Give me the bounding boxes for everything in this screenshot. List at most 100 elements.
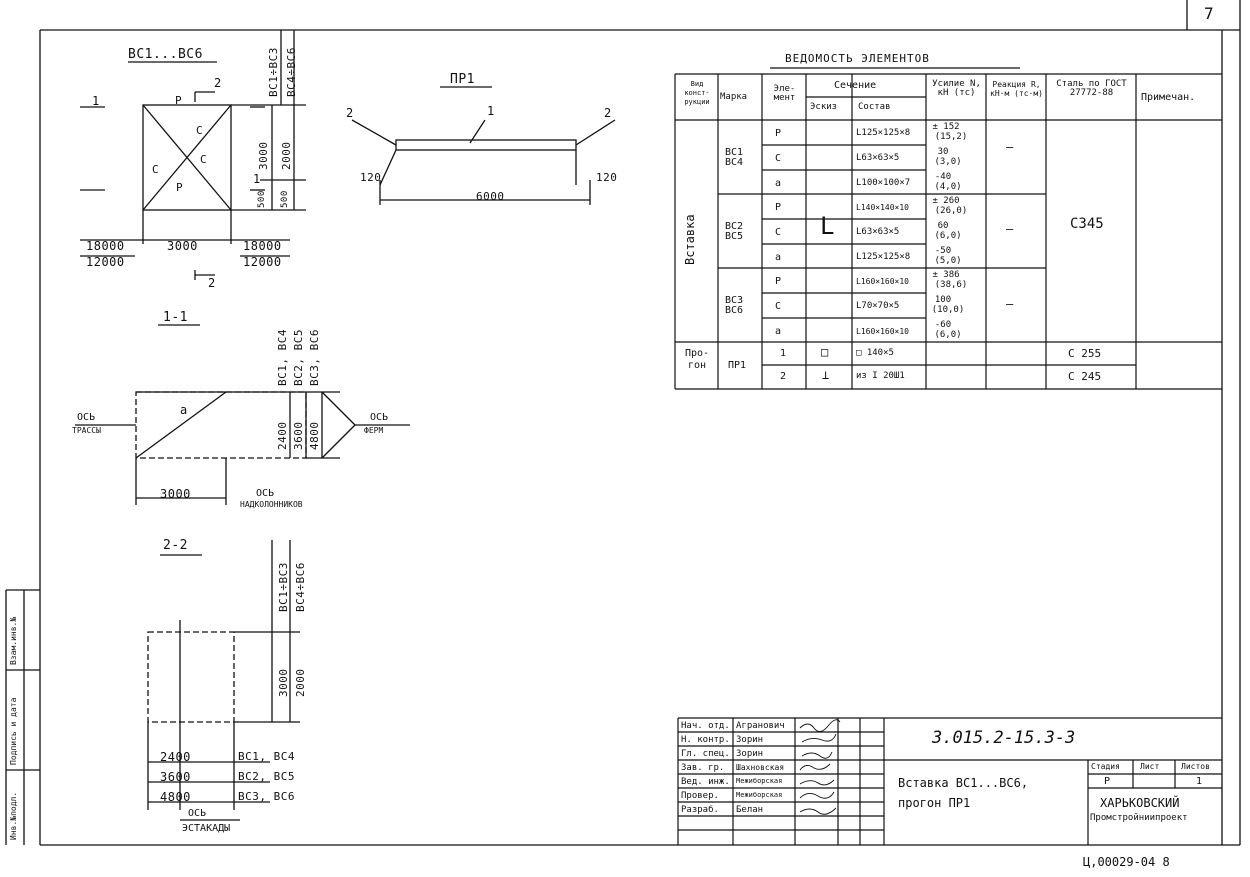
vlabel-bc13: ВС1÷ВС3 — [267, 47, 280, 97]
axis-route-2: ТРАССЫ — [72, 426, 101, 435]
pr-steel-1: С 245 — [1068, 370, 1102, 383]
th-mark: Марка — [720, 92, 748, 102]
group-mark-2: ВС2 ВС5 — [724, 221, 744, 242]
section-mark-2-top: 2 — [214, 76, 222, 90]
purlin-mark: ПР1 — [728, 360, 747, 371]
sheets-value: 1 — [1196, 776, 1203, 787]
dim-500-a: 500 — [257, 190, 267, 208]
staff-name-4: Межиборская — [736, 777, 783, 785]
dim-3000-h: 3000 — [167, 239, 198, 253]
doc-code: 3.015.2-15.3-3 — [932, 728, 1076, 748]
kind-purlin: Про-гон — [684, 348, 710, 371]
member-a-11: а — [180, 403, 188, 417]
g3-comp-0: L160×160×10 — [856, 277, 909, 286]
group-mark-1: ВС1 ВС4 — [724, 147, 744, 168]
side-stamp-inv: Инв.№подл. — [9, 791, 18, 840]
g2-n2-0: (26,0) — [934, 206, 968, 216]
g3-comp-1: L70×70×5 — [856, 301, 900, 311]
g1-n1-2: -40 — [934, 172, 952, 182]
g2-n2-1: (6,0) — [934, 231, 962, 241]
axis-truss-2: ФЕРМ — [364, 426, 384, 435]
dim-3000-22: 3000 — [277, 668, 290, 698]
dim-500-b: 500 — [280, 190, 290, 208]
staff-role-2: Гл. спец. — [681, 749, 730, 759]
axis-estakada: ОСЬ — [188, 808, 207, 819]
archive-stamp: Ц,00029-04 8 — [1083, 855, 1170, 869]
s22-name-0: ВС1, ВС4 — [238, 750, 295, 763]
s22-dim-2: 4800 — [160, 790, 191, 804]
pr-dim-6000: 6000 — [476, 190, 505, 203]
pr-mark-2-right: 2 — [604, 106, 612, 120]
side-stamp-replace: Взам.инв.№ — [9, 616, 18, 665]
staff-name-1: Зорин — [736, 735, 764, 745]
g1-n2-2: (4,0) — [934, 182, 962, 192]
vlabel-22-1: ВС1÷ВС3 — [277, 562, 290, 612]
member-p-top: Р — [175, 94, 182, 107]
steel-c345: С345 — [1070, 216, 1104, 232]
th-elem: Эле-мент — [773, 84, 796, 103]
g3-comp-2: L160×160×10 — [856, 327, 909, 336]
s22-name-2: ВС3, ВС6 — [238, 790, 295, 803]
vlabel-bc46: ВС4÷ВС6 — [285, 47, 298, 97]
g2-comp-2: L125×125×8 — [856, 252, 911, 262]
th-reaction: Реакция R, кН·м (тс·м) — [990, 80, 1043, 98]
org-name-2: Промстройниипроект — [1090, 813, 1188, 823]
g3-n2-2: (6,0) — [934, 330, 962, 340]
staff-role-0: Нач. отд. — [681, 721, 730, 731]
g2-n1-1: 60 — [937, 221, 949, 231]
member-c-1: С — [196, 124, 203, 137]
pr-el-1: 2 — [780, 371, 787, 382]
pr-mark-1: 1 — [487, 104, 495, 118]
dim-3000-v: 3000 — [257, 141, 270, 171]
pr-comp-1: из I 20Ш1 — [856, 371, 905, 381]
g3-el-0: Р — [775, 276, 782, 287]
section-mark-2-bottom: 2 — [208, 276, 216, 290]
kind-insert: Вставка — [683, 214, 697, 265]
stage-value: Р — [1104, 776, 1111, 787]
member-c-2: С — [200, 153, 207, 166]
axis-col: ОСЬ — [256, 488, 275, 499]
g2-el-2: а — [775, 252, 782, 263]
reaction-dash-1: — — [1006, 140, 1014, 154]
g2-comp-1: L63×63×5 — [856, 227, 900, 237]
sheet-header: Лист — [1140, 762, 1160, 771]
g3-n1-1: 100 — [934, 295, 952, 305]
dim-2400-11: 2400 — [276, 421, 289, 451]
g3-n2-1: (10,0) — [931, 305, 965, 315]
axis-route: ОСЬ — [77, 412, 96, 423]
g1-comp-0: L125×125×8 — [856, 128, 911, 138]
g2-el-0: Р — [775, 202, 782, 213]
group-mark-3: ВС3 ВС6 — [724, 295, 744, 316]
view-pr-title: ПР1 — [450, 72, 475, 87]
axis-truss: ОСЬ — [370, 412, 389, 423]
g2-n1-0: ± 260 — [932, 196, 960, 206]
pr-steel-0: С 255 — [1068, 347, 1102, 360]
vlabel-11-2: ВС2, ВС5 — [292, 329, 305, 386]
th-steel: Сталь по ГОСТ 27772-88 — [1056, 79, 1127, 98]
pr-comp-0: □ 140×5 — [856, 348, 894, 358]
th-kind: Вид конст-рукции — [684, 80, 710, 106]
dim-18000-left: 18000 — [86, 239, 125, 253]
staff-name-5: Межиборская — [736, 791, 783, 799]
vlabel-11-1: ВС1, ВС4 — [276, 329, 289, 386]
g3-n1-2: -60 — [934, 320, 952, 330]
g3-el-2: а — [775, 326, 782, 337]
th-scheme: Эскиз — [810, 102, 838, 112]
g2-comp-0: L140×140×10 — [856, 203, 909, 212]
staff-name-0: Агранович — [736, 721, 785, 731]
section-mark-1-right: 1 — [253, 172, 261, 186]
dim-18000-right: 18000 — [243, 239, 282, 253]
th-comp: Состав — [858, 102, 891, 112]
g3-n2-0: (38,6) — [934, 280, 968, 290]
section-22-title: 2-2 — [163, 538, 188, 553]
g3-n1-0: ± 386 — [932, 270, 960, 280]
pr-mark-2-left: 2 — [346, 106, 354, 120]
th-force: Усилие N, кН (тс) — [932, 79, 981, 98]
vlabel-11-3: ВС3, ВС6 — [308, 329, 321, 386]
staff-name-2: Зорин — [736, 749, 764, 759]
section-mark-1-left: 1 — [92, 94, 100, 108]
s22-dim-1: 3600 — [160, 770, 191, 784]
g2-n2-2: (5,0) — [934, 256, 962, 266]
pr-sk-0: □ — [821, 345, 829, 359]
member-p-bottom: Р — [176, 181, 183, 194]
